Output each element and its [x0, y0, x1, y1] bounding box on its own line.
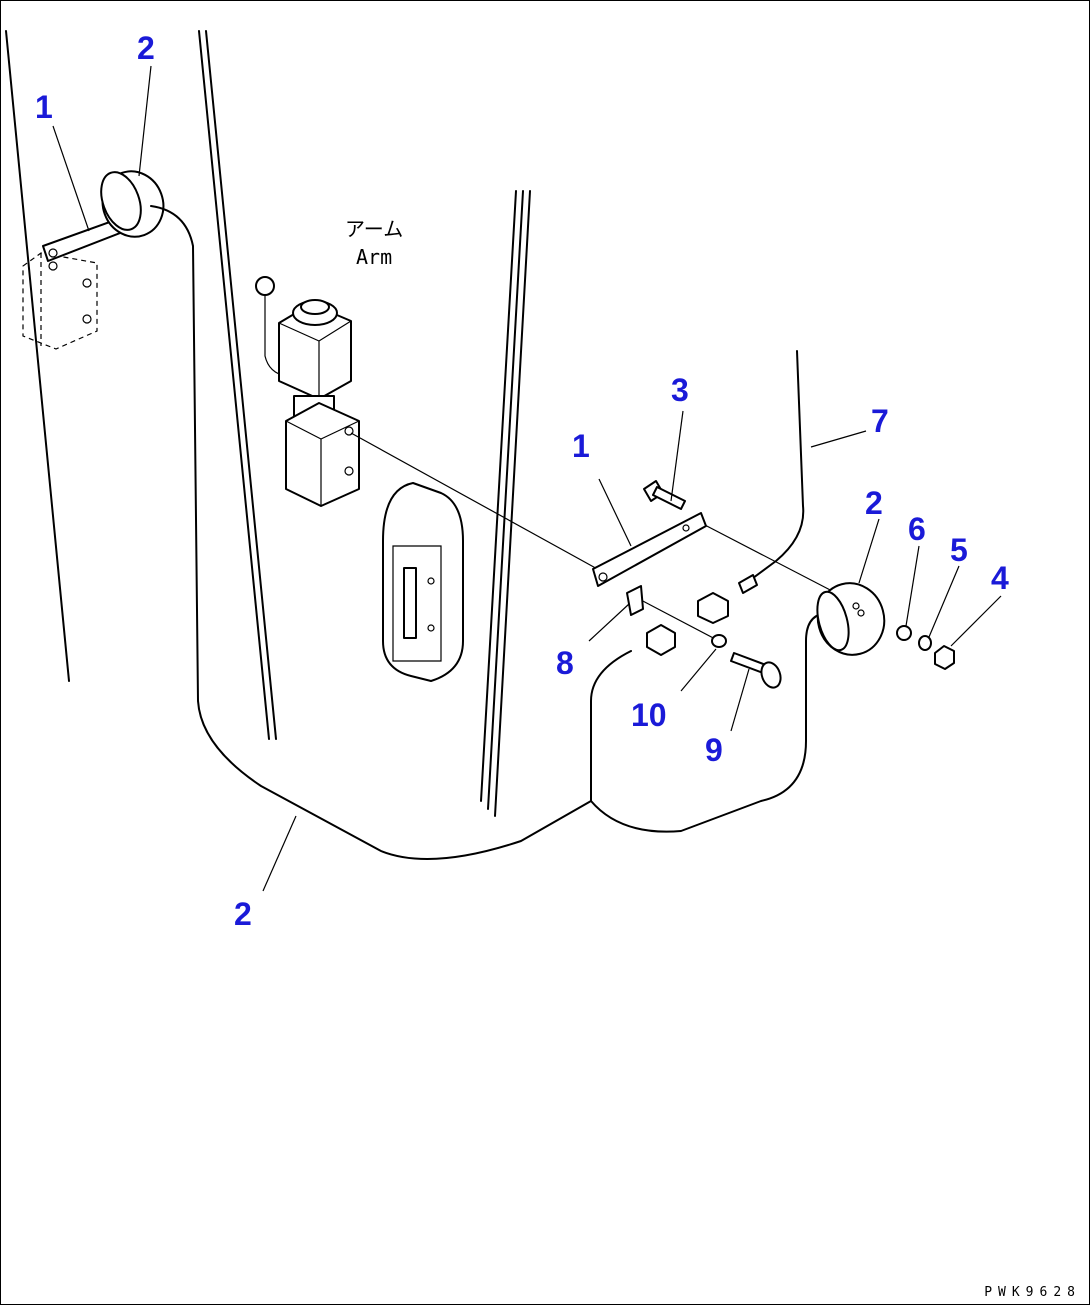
washer-6 [896, 625, 912, 641]
nut-4 [934, 645, 955, 670]
wire-7 [748, 350, 805, 582]
callout-2-top: 2 [137, 30, 155, 66]
callout-5: 5 [950, 532, 968, 568]
callout-10: 10 [631, 697, 667, 733]
callout-8: 8 [556, 645, 574, 681]
callout-4: 4 [991, 560, 1009, 596]
callout-9: 9 [705, 732, 723, 768]
drawing-number: PWK9628 [984, 1285, 1081, 1300]
mount-block [22, 252, 98, 350]
connector-a [697, 592, 729, 624]
arm-label-en: Arm [356, 245, 392, 269]
arm-label-jp: アーム [345, 217, 403, 241]
callout-3: 3 [671, 372, 689, 408]
lamp-right [816, 582, 886, 656]
callout-7: 7 [871, 403, 889, 439]
arm-left-edge [5, 30, 277, 740]
wire-harness-main [150, 205, 632, 860]
bolt-3 [643, 480, 686, 510]
connector-7 [738, 574, 758, 594]
callout-6: 6 [908, 511, 926, 547]
callout-1-mid: 1 [572, 428, 590, 464]
clip-8 [626, 585, 644, 616]
lock-washer-5 [918, 635, 932, 651]
washer-10 [711, 634, 727, 648]
callout-2-right: 2 [865, 485, 883, 521]
lamp-top [100, 170, 165, 238]
arm-right-edge [480, 190, 531, 817]
wire-harness-right [590, 612, 830, 833]
bracket-mid [592, 512, 707, 587]
assembly-lines [350, 432, 837, 642]
callout-leaders [52, 65, 1002, 892]
callout-2-bottom: 2 [234, 896, 252, 932]
panel [382, 482, 464, 682]
callout-1-top: 1 [35, 89, 53, 125]
valve-assembly [255, 276, 360, 507]
connector-b [646, 624, 676, 656]
bolt-9 [730, 652, 782, 689]
